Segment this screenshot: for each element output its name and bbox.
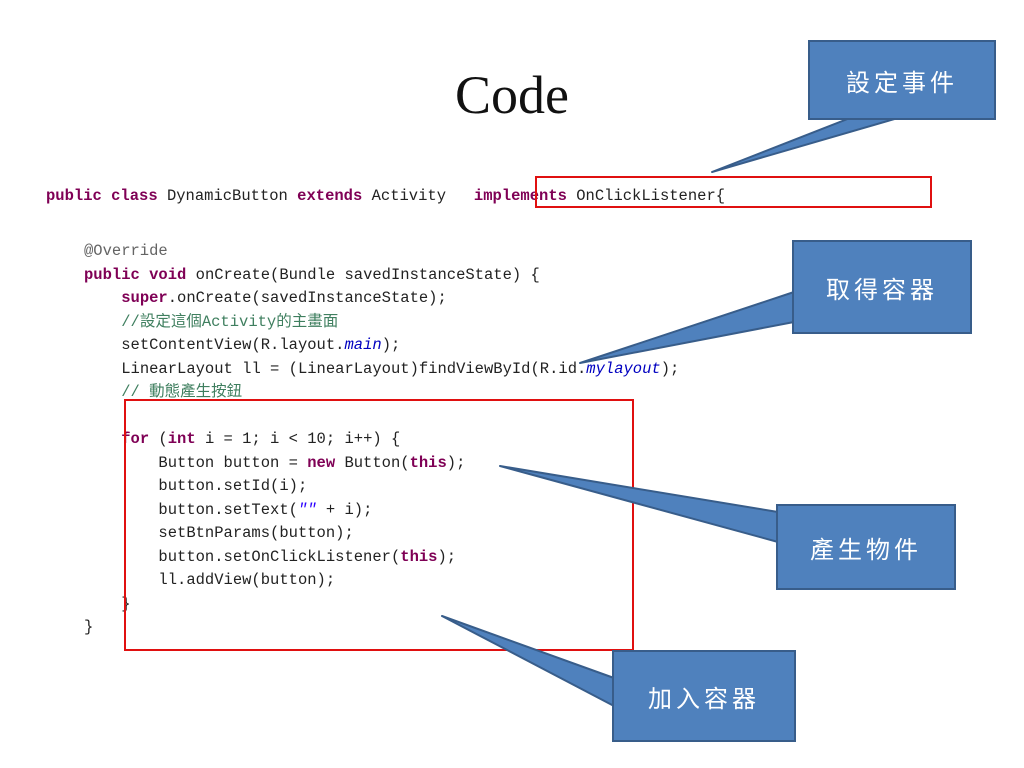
set-event-callout: 設定事件 bbox=[808, 40, 996, 120]
code-text: Button button = bbox=[158, 453, 308, 472]
get-container-pointer bbox=[579, 291, 795, 364]
code-keyword: extends bbox=[297, 187, 363, 205]
code-text: button.setId(i); bbox=[158, 477, 308, 495]
code-string: "" bbox=[297, 500, 317, 519]
code-field: main bbox=[344, 336, 382, 354]
code-text: ); bbox=[437, 547, 457, 566]
code-text: Button( bbox=[335, 453, 410, 472]
code-block-oncreate: @Override public void onCreate(Bundle sa… bbox=[84, 240, 679, 405]
add-to-container-callout: 加入容器 bbox=[612, 650, 796, 742]
code-keyword: super bbox=[121, 289, 168, 307]
code-comment: //設定這個Activity的主畫面 bbox=[121, 312, 339, 331]
code-text: ); bbox=[381, 336, 401, 354]
code-text: setContentView(R.layout. bbox=[121, 336, 345, 354]
code-text: ll.addView(button); bbox=[158, 571, 336, 589]
code-text: DynamicButton bbox=[157, 187, 298, 205]
code-line-class-declaration: public class DynamicButton extends Activ… bbox=[46, 185, 725, 209]
code-keyword: for bbox=[121, 430, 150, 448]
code-text: i = 1; i < 10; i++) { bbox=[195, 430, 401, 448]
code-text: onCreate(Bundle savedInstanceState) { bbox=[186, 265, 540, 284]
set-event-pointer bbox=[711, 117, 899, 173]
code-text: ( bbox=[149, 430, 168, 448]
code-keyword: class bbox=[111, 187, 158, 205]
get-container-callout: 取得容器 bbox=[792, 240, 972, 334]
create-object-pointer bbox=[499, 465, 779, 543]
code-keyword: this bbox=[409, 453, 447, 472]
implements-highlight-frame bbox=[535, 176, 932, 208]
code-keyword: new bbox=[307, 453, 336, 472]
code-keyword: int bbox=[167, 430, 196, 448]
code-text: button.setText( bbox=[158, 500, 298, 519]
code-text: ); bbox=[446, 453, 466, 472]
code-keyword: void bbox=[149, 265, 187, 284]
add-to-container-pointer bbox=[441, 615, 615, 707]
code-keyword: this bbox=[400, 547, 438, 566]
code-keyword: public bbox=[84, 265, 140, 284]
code-comment: // 動態產生按鈕 bbox=[121, 383, 243, 401]
slide-title: Code bbox=[455, 65, 569, 125]
code-text: .onCreate(savedInstanceState); bbox=[167, 289, 447, 307]
code-text: LinearLayout ll = (LinearLayout)findView… bbox=[121, 359, 587, 378]
create-object-callout: 產生物件 bbox=[776, 504, 956, 590]
code-block-for-loop: for (int i = 1; i < 10; i++) { Button bu… bbox=[84, 428, 465, 640]
code-text: + i); bbox=[316, 500, 373, 519]
code-annotation: @Override bbox=[84, 242, 168, 260]
code-keyword: public bbox=[46, 187, 102, 205]
code-keyword: implements bbox=[473, 187, 567, 205]
code-text: Activity bbox=[362, 187, 456, 205]
code-text: setBtnParams(button); bbox=[158, 524, 354, 542]
code-field: mylayout bbox=[586, 359, 661, 378]
for-loop-highlight-frame bbox=[124, 399, 634, 651]
code-text: button.setOnClickListener( bbox=[158, 547, 401, 566]
code-text: ); bbox=[660, 359, 680, 378]
code-text: } bbox=[84, 618, 94, 636]
code-text: OnClickListener{ bbox=[566, 187, 726, 205]
